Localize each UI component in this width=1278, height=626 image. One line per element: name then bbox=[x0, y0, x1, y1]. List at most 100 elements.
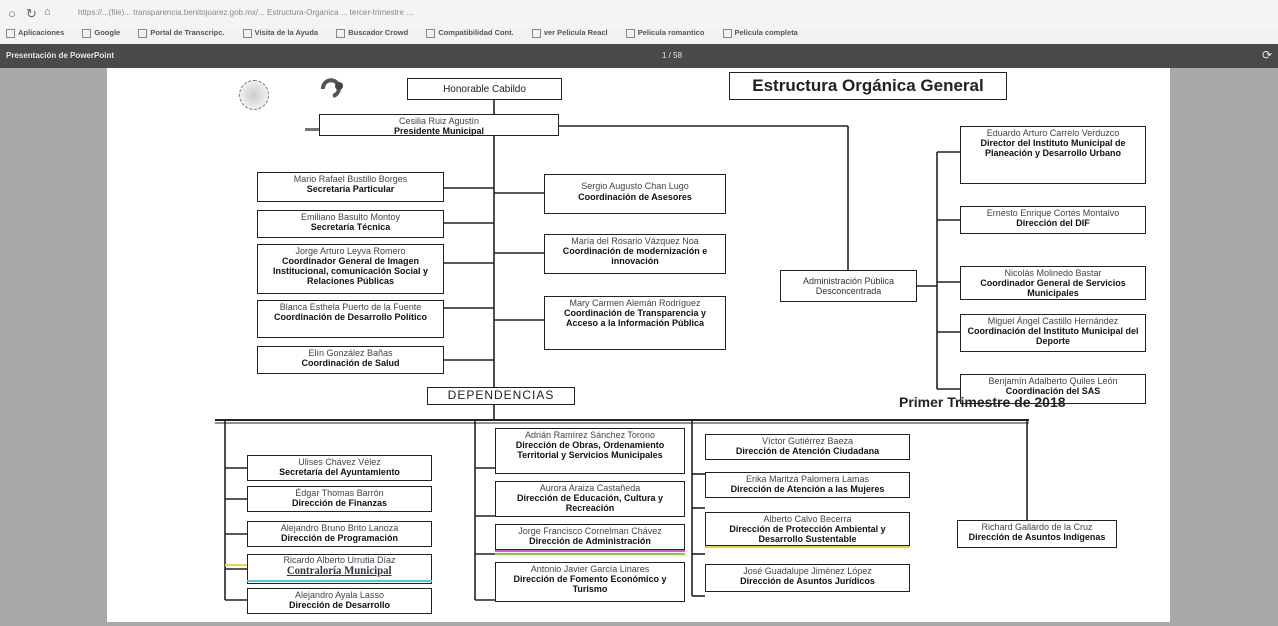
org-box: Blanca Esthela Puerto de la Fuente Coord… bbox=[257, 300, 444, 338]
person-name: Jorge Francisco Cornelman Chávez bbox=[518, 526, 662, 536]
person-name: Antonio Javier García Linares bbox=[530, 564, 650, 574]
org-box: Jorge Arturo Leyva Romero Coordinador Ge… bbox=[257, 244, 444, 294]
bookmark-icon bbox=[531, 28, 541, 38]
org-box: José Guadalupe Jiménez López Dirección d… bbox=[705, 564, 910, 592]
person-name: Benjamín Adalberto Quiles León bbox=[988, 376, 1118, 386]
person-role: Dirección de Asuntos Jurídicos bbox=[740, 576, 875, 586]
person-name: José Guadalupe Jiménez López bbox=[743, 566, 872, 576]
bookmark-item[interactable]: Google bbox=[82, 28, 120, 38]
person-role: Secretaría Particular bbox=[306, 184, 395, 194]
org-box: Nicolás Molinedo Bastar Coordinador Gene… bbox=[960, 266, 1146, 300]
person-name: Adrián Ramírez Sánchez Torono bbox=[525, 430, 655, 440]
org-box: Erika Maritza Palomera Lamas Dirección d… bbox=[705, 472, 910, 498]
bookmark-item[interactable]: ver Pelicula Reacl bbox=[531, 28, 608, 38]
bookmark-item[interactable]: Aplicaciones bbox=[6, 28, 64, 38]
highlight-mark bbox=[495, 550, 685, 552]
period-subtitle: Primer Trimestre de 2018 bbox=[899, 394, 1066, 410]
chart-title: Estructura Orgánica General bbox=[729, 72, 1007, 100]
dependencias-header: DEPENDENCIAS bbox=[427, 387, 575, 405]
highlight-mark bbox=[247, 580, 432, 582]
address-bar[interactable]: https://...(file)... transparencia.benit… bbox=[78, 8, 413, 17]
person-role: Dirección de Desarrollo bbox=[288, 600, 391, 610]
person-role: Coordinación de Transparencia y Acceso a… bbox=[563, 308, 707, 328]
person-role: Contraloría Municipal bbox=[287, 563, 392, 577]
person-name: Ernesto Enrique Cortés Montalvo bbox=[986, 208, 1120, 218]
reload-icon[interactable]: ↻ bbox=[26, 6, 37, 21]
org-box: Édgar Thomas Barrón Dirección de Finanza… bbox=[247, 486, 432, 512]
bookmark-icon bbox=[625, 28, 635, 38]
bookmarks-bar: Aplicaciones Google Portal de Transcripc… bbox=[0, 28, 1278, 44]
person-role: Dirección de Fomento Económico y Turismo bbox=[513, 574, 667, 594]
person-role: Coordinación de modernización e innovaci… bbox=[562, 246, 708, 266]
person-name: Aurora Araiza Castañeda bbox=[539, 483, 641, 493]
bookmark-item[interactable]: Pelicula completa bbox=[722, 28, 798, 38]
org-box: Sergio Augusto Chan Lugo Coordinación de… bbox=[544, 174, 726, 214]
person-name: Alejandro Ayala Lasso bbox=[295, 590, 384, 600]
page-indicator[interactable]: 1 / 58 bbox=[662, 51, 683, 60]
person-name: Víctor Gutiérrez Baeza bbox=[761, 436, 854, 446]
org-box: Aurora Araiza Castañeda Dirección de Edu… bbox=[495, 481, 685, 517]
bookmark-item[interactable]: Buscador Crowd bbox=[336, 28, 408, 38]
person-role: Coordinador General de Imagen Institucio… bbox=[272, 256, 429, 286]
bookmark-icon bbox=[82, 28, 92, 38]
person-name: Eduardo Arturo Carrelo Verduzco bbox=[986, 128, 1120, 138]
person-role: Dirección de Atención a las Mujeres bbox=[730, 484, 885, 494]
municipal-seal-logo bbox=[239, 80, 269, 110]
person-role: Coordinación del Instituto Municipal del… bbox=[967, 326, 1139, 346]
org-box: Alberto Calvo Becerra Dirección de Prote… bbox=[705, 512, 910, 546]
home-icon[interactable]: ⌂ bbox=[44, 6, 51, 18]
org-box: Antonio Javier García Linares Dirección … bbox=[495, 562, 685, 602]
org-box: Ricardo Alberto Urrutia Díaz Contraloría… bbox=[247, 554, 432, 584]
rotate-icon[interactable]: ⟳ bbox=[1262, 48, 1273, 62]
person-name: Emiliano Basulto Montoy bbox=[300, 212, 401, 222]
bookmark-item[interactable]: Portal de Transcripc. bbox=[138, 28, 225, 38]
person-role: Coordinación de Asesores bbox=[578, 192, 692, 202]
person-name: María del Rosario Vázquez Noa bbox=[571, 236, 699, 246]
apps-icon bbox=[6, 28, 15, 38]
bookmark-item[interactable]: Visita de la Ayuda bbox=[242, 28, 318, 38]
org-box: María del Rosario Vázquez Noa Coordinaci… bbox=[544, 234, 726, 274]
org-box: Mario Rafael Bustillo Borges Secretaría … bbox=[257, 172, 444, 202]
org-box: Víctor Gutiérrez Baeza Dirección de Aten… bbox=[705, 434, 910, 460]
person-role: Coordinación de Desarrollo Político bbox=[273, 312, 428, 322]
document-title: Presentación de PowerPoint bbox=[6, 51, 115, 60]
highlight-mark bbox=[225, 564, 247, 566]
bookmark-icon bbox=[336, 28, 346, 38]
back-icon[interactable]: ○ bbox=[8, 6, 16, 21]
org-box: Ulises Chávez Vélez Secretaría del Ayunt… bbox=[247, 455, 432, 481]
person-name: Mary Carmen Alemán Rodríguez bbox=[569, 298, 701, 308]
bookmark-icon bbox=[242, 28, 252, 38]
org-box: Ernesto Enrique Cortés Montalvo Direcció… bbox=[960, 206, 1146, 234]
org-box: Alejandro Bruno Brito Lanoza Dirección d… bbox=[247, 521, 432, 547]
org-box: Benjamín Adalberto Quiles León Coordinac… bbox=[960, 374, 1146, 404]
person-role: Coordinación de Salud bbox=[301, 358, 400, 368]
person-role: Secretaría del Ayuntamiento bbox=[279, 467, 400, 477]
org-box: Alejandro Ayala Lasso Dirección de Desar… bbox=[247, 588, 432, 614]
bookmark-item[interactable]: Pelicula romantico bbox=[625, 28, 704, 38]
org-box: Eduardo Arturo Carrelo Verduzco Director… bbox=[960, 126, 1146, 184]
bookmark-icon bbox=[426, 28, 436, 38]
person-name: Alberto Calvo Becerra bbox=[763, 514, 852, 524]
person-role: Dirección de Administración bbox=[529, 536, 651, 546]
person-name: Blanca Esthela Puerto de la Fuente bbox=[279, 302, 422, 312]
highlight-mark bbox=[495, 553, 685, 555]
person-role: Dirección del DIF bbox=[1016, 218, 1090, 228]
bookmark-icon bbox=[138, 28, 148, 38]
slide-page: Estructura Orgánica General Honorable Ca… bbox=[107, 68, 1170, 622]
person-name: Erika Maritza Palomera Lamas bbox=[745, 474, 870, 484]
viewer-toolbar: Presentación de PowerPoint 1 / 58 ⟳ bbox=[0, 44, 1278, 68]
person-role: Dirección de Atención Ciudadana bbox=[735, 446, 880, 456]
person-name: Elín González Bañas bbox=[308, 348, 393, 358]
org-chart-connectors bbox=[215, 100, 1029, 601]
person-role: Dirección de Asuntos Indígenas bbox=[968, 532, 1106, 542]
person-role: Secretaría Técnica bbox=[310, 222, 391, 232]
org-box: Adrián Ramírez Sánchez Torono Dirección … bbox=[495, 428, 685, 474]
bookmark-item[interactable]: Compatibilidad Cont. bbox=[426, 28, 514, 38]
person-role: Dirección de Educación, Cultura y Recrea… bbox=[516, 493, 664, 513]
admin-publica-box: Administración Pública Desconcentrada bbox=[780, 270, 917, 302]
org-box: Emiliano Basulto Montoy Secretaría Técni… bbox=[257, 210, 444, 238]
person-role: Dirección de Finanzas bbox=[291, 498, 388, 508]
municipal-logo bbox=[320, 78, 343, 98]
highlight-mark bbox=[705, 546, 910, 548]
person-name: Nicolás Molinedo Bastar bbox=[1004, 268, 1102, 278]
